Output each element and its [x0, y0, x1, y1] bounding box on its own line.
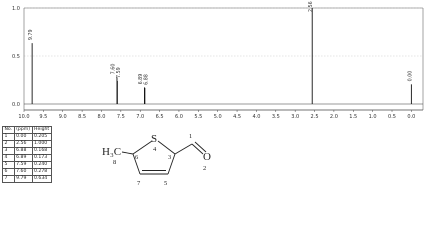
locant-6: 6 [135, 154, 139, 161]
y-tick-label: 0.0 [12, 102, 20, 108]
x-tick-label: 5.0 [214, 114, 222, 120]
table-cell: 0.634 [31, 175, 52, 183]
table-cell: 7.60 [13, 168, 33, 176]
table-row: 6 7.60 0.278 [2, 168, 52, 176]
table-cell: 5 [2, 161, 15, 169]
x-tick-label: 6.5 [156, 114, 164, 120]
table-cell: 6.88 [13, 147, 33, 155]
y-tick-labels: 1.0 0.5 0.0 [12, 6, 20, 108]
x-tick-label: 7.5 [117, 114, 125, 120]
bond-s4-c3 [157, 140, 176, 155]
peak-label: 0.00 [407, 71, 413, 82]
x-tick-labels: 10.0 9.5 9.0 8.5 8.0 7.5 7.0 6.5 6.0 5.5 5.0 4.5 4.0… [18, 110, 415, 120]
col-header-ppm: (ppm) [13, 126, 33, 134]
y-tick-label: 1.0 [12, 6, 20, 12]
atom-s: S [151, 133, 157, 145]
table-cell: 1.000 [31, 140, 52, 148]
locant-4: 4 [153, 146, 157, 153]
table-cell: 6.89 [13, 154, 33, 162]
table-cell: 0.278 [31, 168, 52, 176]
table-cell: 6 [2, 168, 15, 176]
x-tick-label: 2.0 [330, 114, 338, 120]
table-row: 3 6.88 0.168 [2, 147, 52, 155]
nmr-spectrum: 1.0 0.5 0.0 10.0 9.5 9.0 8.5 8.0 7.5 7.0 6.5 6.0 5.… [12, 1, 424, 120]
x-tick-label: 4.5 [233, 114, 241, 120]
x-tick-label: 3.0 [291, 114, 299, 120]
peak-label: 6.89 [138, 74, 144, 85]
table-cell: 0.00 [13, 133, 33, 141]
molecule-structure: H₃C S O 6 4 3 1 2 5 7 8 [102, 133, 211, 187]
table-row: 1 0.00 0.205 [2, 133, 52, 141]
table-cell: 2 [2, 140, 15, 148]
peak-label: 6.88 [143, 74, 149, 85]
x-tick-label: 7.0 [136, 114, 144, 120]
x-tick-label: 1.5 [349, 114, 357, 120]
table-cell: 3 [2, 147, 15, 155]
x-tick-label: 10.0 [18, 114, 29, 120]
peak-table-header: No. (ppm) Height [2, 126, 52, 134]
methyl-label: H₃C [102, 146, 121, 158]
locant-3: 3 [168, 154, 171, 161]
table-cell: 9.79 [13, 175, 33, 183]
table-cell: 2.56 [13, 140, 33, 148]
bond-c3-c5 [167, 153, 176, 175]
peak-lines [31, 8, 412, 104]
x-tick-label: 9.5 [39, 114, 47, 120]
bond-c6-s4 [132, 140, 153, 155]
table-cell: 4 [2, 154, 15, 162]
x-tick-label: 0.0 [407, 114, 415, 120]
table-cell: 0.240 [31, 161, 52, 169]
x-tick-label: 1.0 [369, 114, 377, 120]
peak-label: 7.59 [116, 67, 122, 78]
table-row: 4 6.89 0.173 [2, 154, 52, 162]
table-cell: 0.173 [31, 154, 52, 162]
bond-c1-o [191, 143, 204, 155]
bond-c3-c1 [174, 143, 193, 155]
x-tick-label: 8.5 [78, 114, 86, 120]
x-tick-label: 2.5 [311, 114, 319, 120]
peak-label: 2.56 [308, 1, 314, 12]
table-cell: 7.59 [13, 161, 33, 169]
x-tick-label: 4.0 [252, 114, 260, 120]
peak-label: 7.60 [110, 64, 116, 75]
x-tick-label: 9.0 [59, 114, 67, 120]
locant-5: 5 [164, 180, 167, 187]
peak-label: 9.79 [28, 29, 34, 40]
peak-table: No. (ppm) Height 1 0.00 0.205 2 2.56 1.0… [2, 126, 52, 183]
atom-o: O [203, 151, 211, 163]
table-row: 5 7.59 0.240 [2, 161, 52, 169]
y-tick-label: 0.5 [12, 54, 20, 60]
x-tick-label: 3.5 [272, 114, 280, 120]
grid-lines [24, 7, 423, 57]
table-row: 2 2.56 1.000 [2, 140, 52, 148]
x-tick-label: 6.0 [175, 114, 183, 120]
x-tick-label: 5.5 [194, 114, 202, 120]
table-row: 7 9.79 0.634 [2, 175, 52, 183]
table-cell: 0.205 [31, 133, 52, 141]
locant-7: 7 [137, 180, 141, 187]
bond-c1-o-double [194, 141, 207, 153]
bond-c7-c6 [132, 153, 141, 175]
table-cell: 7 [2, 175, 15, 183]
x-tick-label: 0.5 [388, 114, 396, 120]
x-tick-label: 8.0 [97, 114, 105, 120]
table-cell: 0.168 [31, 147, 52, 155]
locant-2: 2 [203, 165, 206, 172]
locant-1: 1 [189, 133, 192, 140]
table-cell: 1 [2, 133, 15, 141]
col-header-no: No. [2, 126, 15, 134]
bond-c6-c8 [121, 151, 134, 155]
col-header-height: Height [31, 126, 52, 134]
locant-8: 8 [113, 159, 116, 166]
